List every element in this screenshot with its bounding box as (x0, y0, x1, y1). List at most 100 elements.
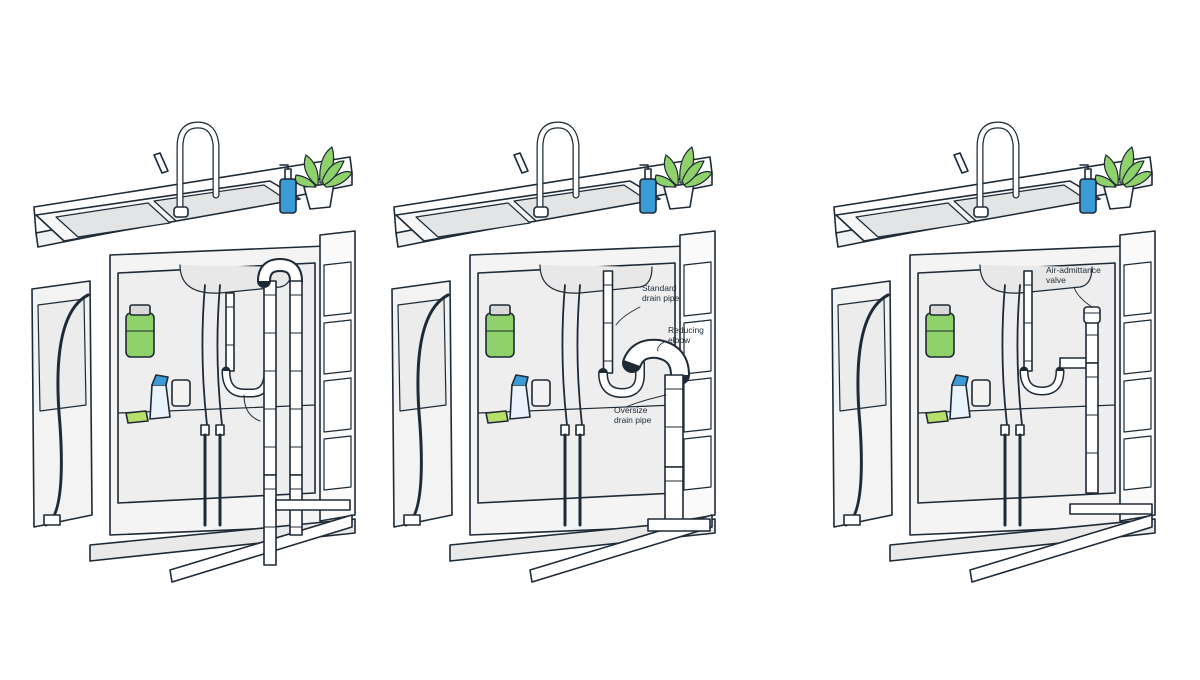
cleaning-supplies (485, 374, 551, 424)
tailpiece (1023, 270, 1033, 372)
supply-hose (201, 284, 208, 426)
dishwasher (831, 280, 893, 528)
p-trap-fill (1021, 370, 1063, 395)
garbage-disposal (125, 304, 155, 358)
drawer-front (1123, 435, 1152, 491)
drawer-front (323, 435, 352, 491)
dishwasher-panel (397, 298, 447, 412)
soap-bottle (279, 178, 297, 214)
plant-leaf (1103, 154, 1119, 186)
supply-hose (576, 284, 583, 426)
double-sink (835, 180, 1101, 294)
faucet-base (533, 206, 549, 218)
branch-pipe (275, 499, 351, 511)
soap-pump (284, 168, 292, 180)
vent-pipe (289, 280, 303, 476)
dishwasher-foot (403, 514, 421, 526)
faucet (153, 121, 220, 218)
soap-dispenser (279, 164, 297, 214)
aav-drain-assembly (1019, 270, 1153, 515)
dishwasher-foot (43, 514, 61, 526)
garbage-disposal (925, 304, 955, 358)
soap-bottle (639, 178, 657, 214)
drain-riser (263, 280, 277, 476)
drawer-front (1123, 377, 1152, 433)
faucet-spout (953, 152, 969, 174)
cabinet-interior (117, 262, 316, 504)
supply-hose (216, 284, 223, 426)
sponge (925, 410, 949, 424)
vent-riser (1085, 320, 1099, 364)
faucet-base (173, 206, 189, 218)
oversize-drain-pipe (664, 374, 684, 468)
dishwasher (31, 280, 93, 528)
potted-plant (294, 146, 353, 210)
sink-basin-left (55, 202, 171, 238)
drain-down (1085, 362, 1099, 494)
label-text: Air-admittance (1046, 265, 1101, 275)
sink-basin-left (855, 202, 971, 238)
faucet-body (177, 122, 219, 216)
spray-head (951, 374, 969, 386)
potted-plant (654, 146, 713, 210)
spray-head (511, 374, 529, 386)
faucet-body (537, 122, 579, 216)
supply-hose (561, 284, 568, 426)
sponge (125, 410, 149, 424)
faucet-base (973, 206, 989, 218)
plant-leaf (294, 174, 317, 188)
soap-dispenser (639, 164, 657, 214)
floor-drain (969, 514, 1153, 583)
tailpiece (225, 292, 235, 372)
label-leader (657, 340, 667, 352)
detergent-jug (531, 379, 551, 407)
drain-branch (1069, 503, 1153, 515)
faucet-spout (153, 152, 169, 174)
drawer-front (323, 319, 352, 375)
double-sink (395, 180, 661, 294)
supply-hose (1016, 284, 1023, 426)
dishwasher-foot (843, 514, 861, 526)
original-drain-assembly (221, 258, 351, 566)
disposal-mount (929, 304, 951, 316)
sink-bowl-underside (979, 264, 1093, 294)
dishwasher-hose (844, 293, 890, 527)
faucet (513, 121, 580, 218)
dishwasher-panel (37, 298, 87, 412)
garbage-disposal (485, 304, 515, 358)
plant-leaf (321, 160, 345, 186)
spray-bottle (949, 384, 971, 420)
standard-drain-pipe (602, 270, 614, 374)
cleaning-supplies (125, 374, 191, 424)
potted-plant (1094, 146, 1153, 210)
soap-bottle (1079, 178, 1097, 214)
plant-leaf (303, 154, 319, 186)
detergent-jug (971, 379, 991, 407)
plant-leaf (654, 174, 677, 188)
drain-down (263, 474, 277, 566)
soap-nozzle (279, 164, 289, 170)
label-leader (625, 394, 667, 408)
water-supply (200, 284, 225, 527)
spray-bottle (509, 384, 531, 420)
sink-basin-left (415, 202, 531, 238)
dishwasher-hose (404, 293, 450, 527)
label-leader (1073, 286, 1093, 308)
faucet-body (977, 122, 1019, 216)
p-trap-fill (599, 363, 644, 397)
sponge (485, 410, 509, 424)
cleaning-supplies (925, 374, 991, 424)
label-text: drain pipe (614, 415, 652, 425)
drawer-front (683, 261, 712, 317)
main-drain-pipe (969, 514, 1153, 583)
disposal-body (125, 312, 155, 358)
drawer-front (323, 261, 352, 317)
oversize-drain-lower (664, 466, 684, 528)
soap-nozzle (639, 164, 649, 170)
